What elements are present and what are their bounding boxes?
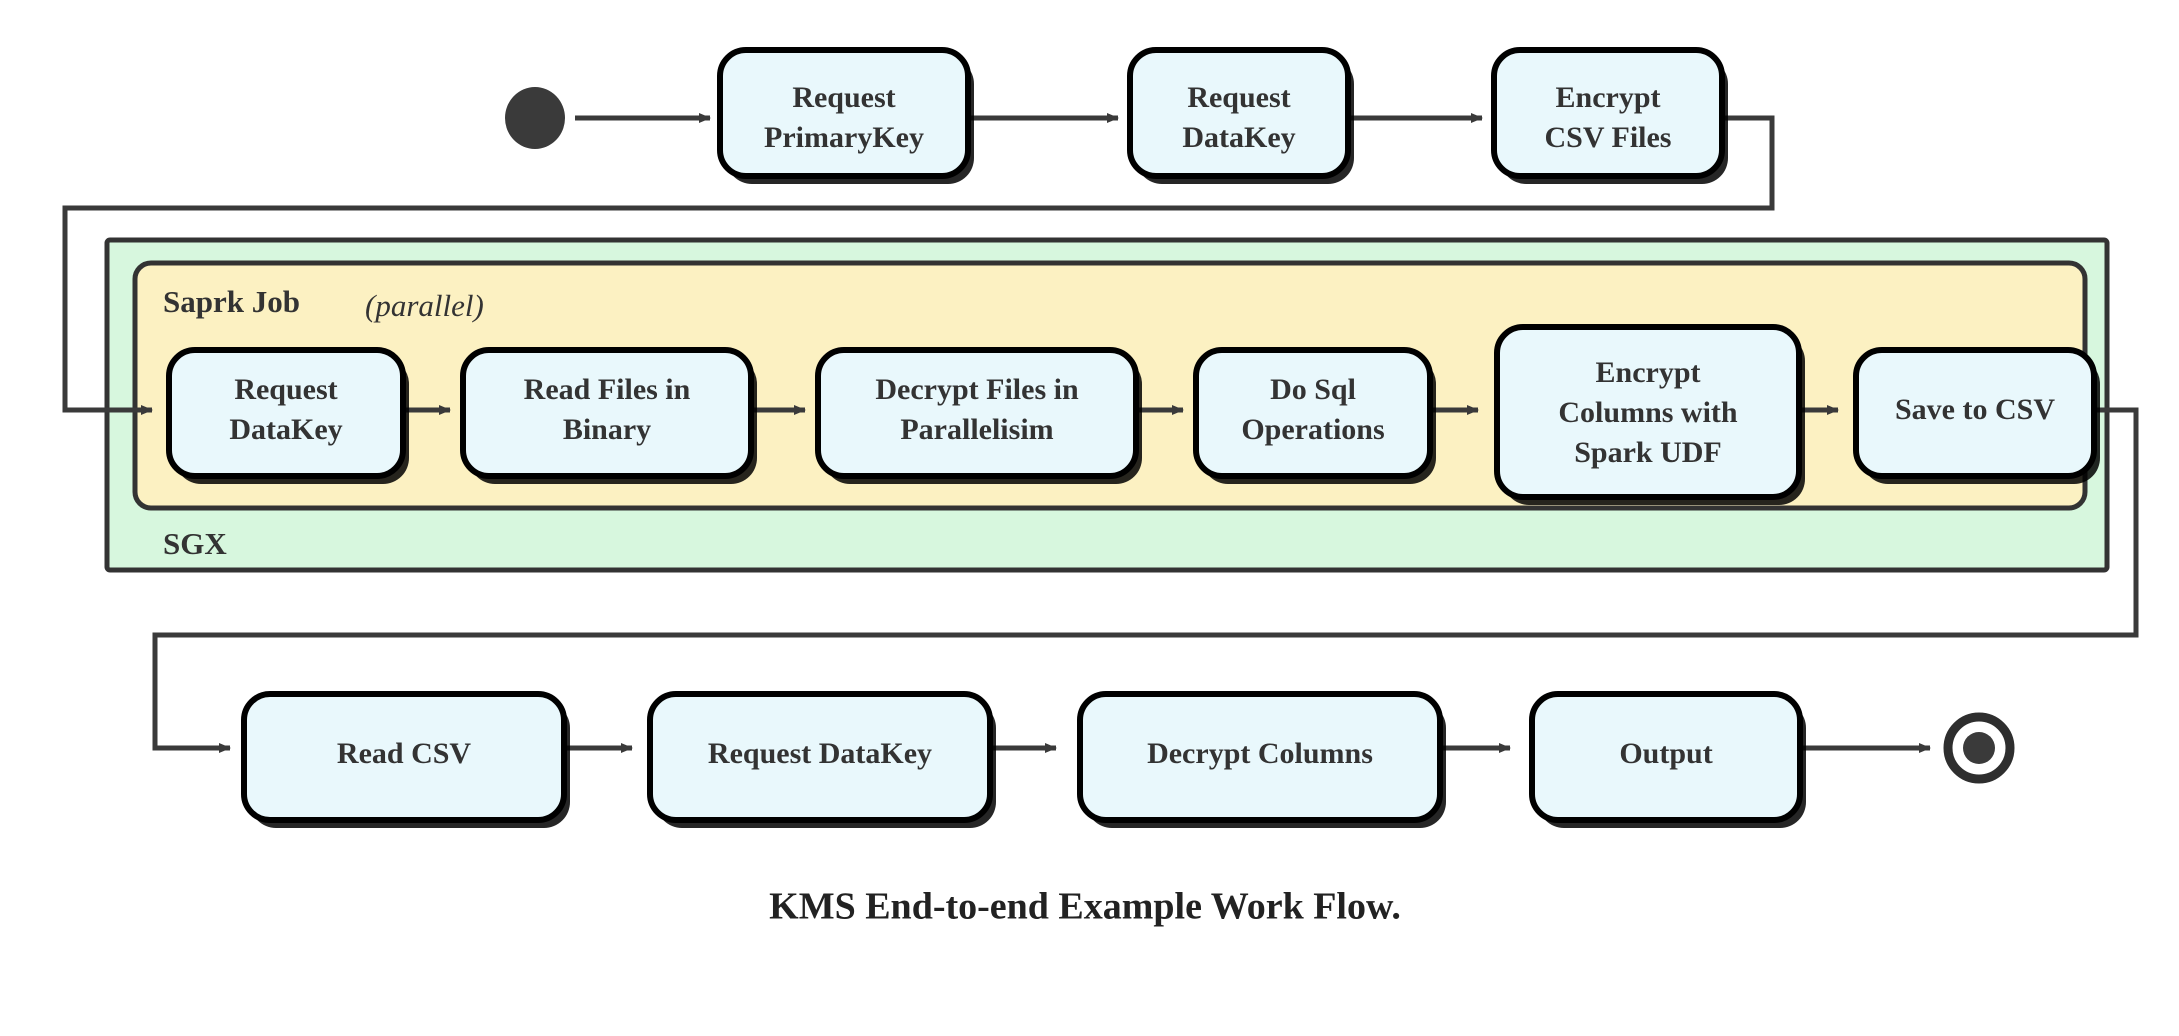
node-decrypt-files-in-parallelisim[interactable]: Decrypt Files in Parallelisim [815, 347, 1142, 484]
node-read-csv[interactable]: Read CSV [241, 691, 570, 828]
node-decrypt-files-line-2: Parallelisim [900, 413, 1053, 446]
node-request-datakey-spark-line-2: DataKey [229, 413, 342, 446]
node-read-csv-line-1: Read CSV [337, 737, 472, 770]
edge-save-csv-to-read-csv [152, 407, 2139, 753]
node-request-primarykey[interactable]: Request PrimaryKey [717, 47, 974, 184]
node-read-files-in-binary-line-1: Read Files in [524, 373, 691, 406]
node-encrypt-columns-line-2: Columns with [1558, 396, 1738, 429]
node-request-datakey-bottom[interactable]: Request DataKey [647, 691, 996, 828]
node-do-sql-operations-line-1: Do Sql [1270, 373, 1356, 406]
node-request-datakey-top-line-1: Request [1187, 81, 1290, 114]
node-encrypt-csv-files[interactable]: Encrypt CSV Files [1491, 47, 1728, 184]
node-output[interactable]: Output [1529, 691, 1806, 828]
node-request-primarykey-line-1: Request [792, 81, 895, 114]
sgx-container-label: SGX [163, 526, 227, 561]
node-do-sql-operations[interactable]: Do Sql Operations [1193, 347, 1436, 484]
node-decrypt-files-line-1: Decrypt Files in [875, 373, 1079, 406]
node-encrypt-columns-with-spark-udf[interactable]: Encrypt Columns with Spark UDF [1494, 324, 1805, 505]
node-read-files-in-binary[interactable]: Read Files in Binary [460, 347, 757, 484]
start-node [505, 87, 565, 149]
node-output-line-1: Output [1619, 737, 1712, 770]
node-encrypt-columns-line-3: Spark UDF [1574, 436, 1722, 469]
node-read-files-in-binary-line-2: Binary [563, 413, 651, 446]
node-encrypt-csv-files-line-2: CSV Files [1545, 121, 1672, 154]
node-do-sql-operations-line-2: Operations [1241, 413, 1384, 446]
node-request-datakey-spark[interactable]: Request DataKey [166, 347, 409, 484]
end-node [1943, 712, 2015, 784]
node-save-to-csv-line-1: Save to CSV [1895, 393, 2055, 426]
node-request-datakey-top-line-2: DataKey [1182, 121, 1295, 154]
node-decrypt-columns-line-1: Decrypt Columns [1147, 737, 1373, 770]
node-encrypt-csv-files-line-1: Encrypt [1556, 81, 1661, 114]
edge-encrypt-csv-to-spark-request-datakey [62, 115, 1775, 415]
node-request-primarykey-line-2: PrimaryKey [764, 121, 924, 154]
node-save-to-csv[interactable]: Save to CSV [1853, 347, 2100, 484]
node-request-datakey-spark-line-1: Request [234, 373, 337, 406]
spark-job-parallel-label: (parallel) [365, 288, 484, 323]
node-request-datakey-bottom-line-1: Request DataKey [708, 737, 932, 770]
spark-job-container-label: Saprk Job [163, 284, 300, 319]
node-encrypt-columns-line-1: Encrypt [1596, 356, 1701, 389]
node-decrypt-columns[interactable]: Decrypt Columns [1077, 691, 1446, 828]
node-request-datakey-top[interactable]: Request DataKey [1127, 47, 1354, 184]
diagram-caption: KMS End-to-end Example Work Flow. [769, 886, 1401, 928]
